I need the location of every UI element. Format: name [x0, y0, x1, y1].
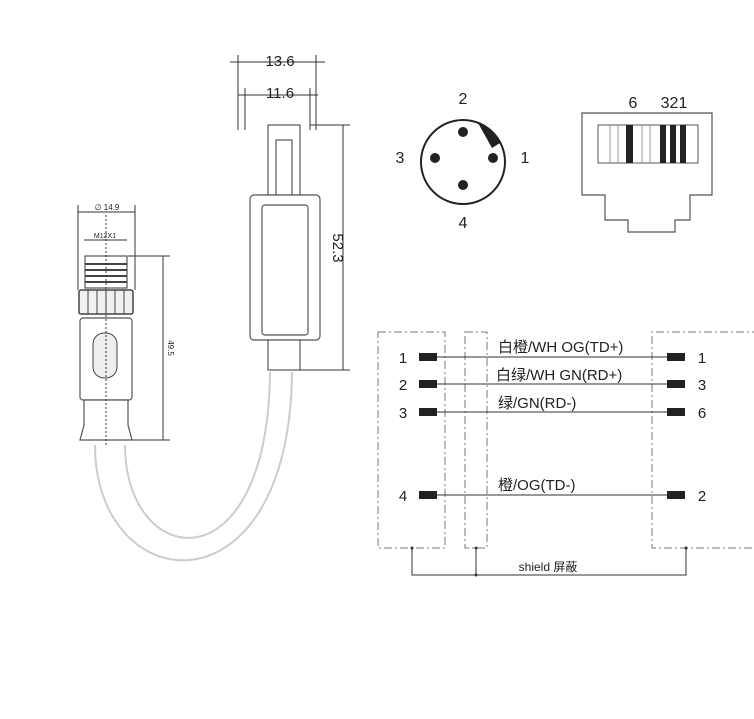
rj45-width-outer-dim: 13.6	[265, 53, 294, 70]
left-pin: 4	[399, 488, 407, 505]
m12-thread-dim: M12X1	[94, 233, 116, 240]
wire-label: 白绿/WH GN(RD+)	[496, 367, 622, 384]
rj45-face: 6 321	[581, 95, 713, 233]
shield-label: shield 屏蔽	[519, 560, 578, 574]
cable	[94, 371, 293, 562]
m12-connector: ∅ 14.9 M12X1 49.5	[77, 203, 175, 445]
m12-pin-face: 1 2 3 4	[396, 91, 530, 232]
left-pin: 1	[399, 350, 407, 367]
wire-row: 4 2 橙/OG(TD-)	[399, 477, 706, 505]
wire-row: 2 3 白绿/WH GN(RD+)	[399, 367, 706, 394]
rj45-face-label-321: 321	[661, 95, 688, 112]
wire-row: 3 6 绿/GN(RD-)	[399, 395, 706, 422]
right-pin: 1	[698, 350, 706, 367]
left-pin: 3	[399, 405, 407, 422]
right-pin: 6	[698, 405, 706, 422]
pin-label-4: 4	[459, 215, 468, 232]
m12-diameter-dim: ∅ 14.9	[95, 203, 120, 212]
pin-label-2: 2	[459, 91, 468, 108]
wire-row: 1 1 白橙/WH OG(TD+)	[399, 339, 706, 367]
rj45-length-dim: 52.3	[329, 233, 346, 262]
wire-label: 橙/OG(TD-)	[498, 477, 575, 494]
left-pin: 2	[399, 377, 407, 394]
rj45-face-label-6: 6	[629, 95, 638, 112]
pin-label-1: 1	[521, 150, 530, 167]
wire-label: 绿/GN(RD-)	[498, 395, 576, 412]
right-pin: 3	[698, 377, 706, 394]
m12-length-dim: 49.5	[166, 340, 175, 356]
right-pin: 2	[698, 488, 706, 505]
pin-label-3: 3	[396, 150, 405, 167]
rj45-connector: 13.6 11.6 52.3	[230, 53, 350, 371]
wire-label: 白橙/WH OG(TD+)	[498, 339, 623, 356]
wiring-diagram: shield 屏蔽 1 1 白橙/WH OG(TD+) 2 3 白绿/WH GN…	[377, 331, 754, 577]
rj45-width-inner-dim: 11.6	[266, 85, 294, 102]
